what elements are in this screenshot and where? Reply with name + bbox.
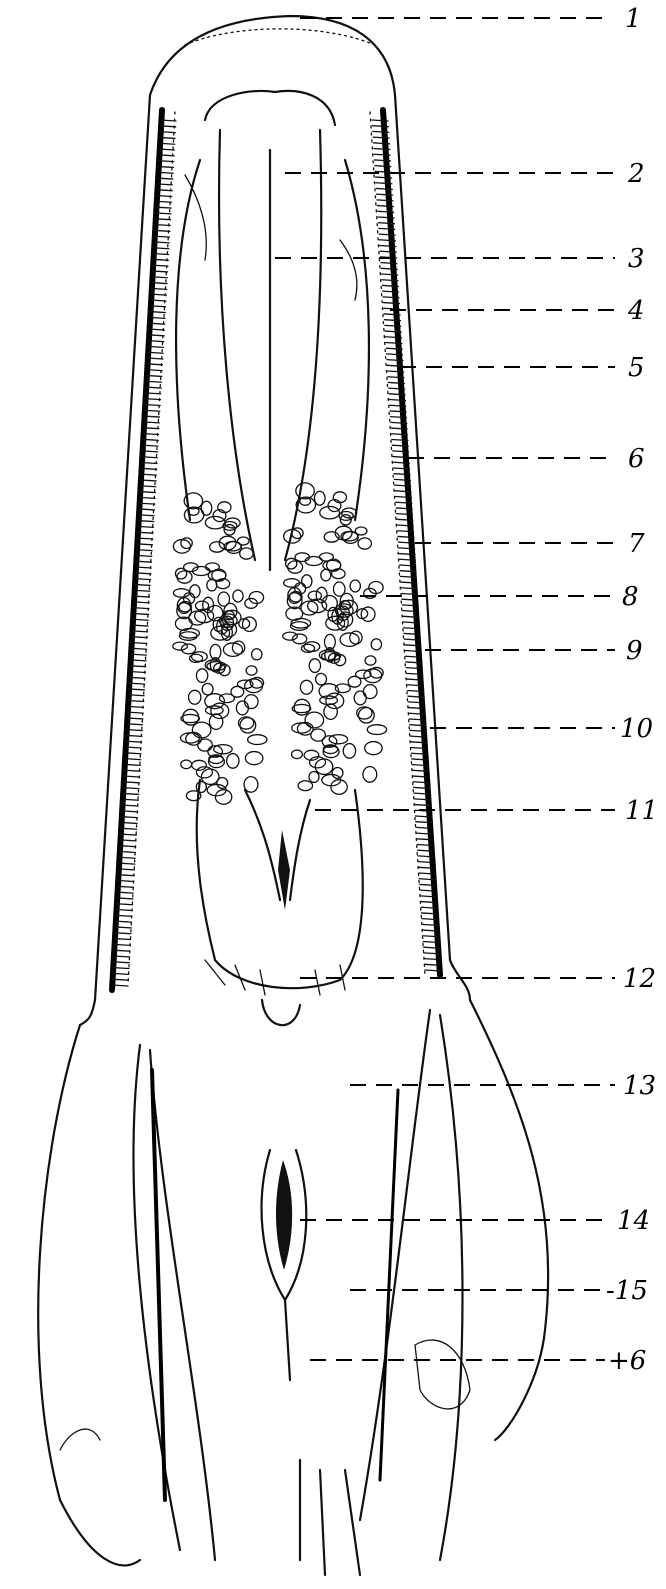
central-upper-structure <box>176 91 369 570</box>
cell-mark <box>190 585 200 598</box>
cell-mark <box>363 767 377 783</box>
label-6: 6 <box>628 444 645 474</box>
number-labels: 1 2 3 4 5 6 7 8 9 10 11 12 13 14 -15 +6 <box>606 4 658 1376</box>
cell-mark <box>232 641 244 654</box>
cell-mark <box>192 652 208 662</box>
label-13: 13 <box>623 1071 656 1101</box>
cell-mark <box>295 553 310 562</box>
label-5: 5 <box>628 353 645 383</box>
reticulated-cell-pattern <box>173 483 387 804</box>
cell-mark <box>233 590 243 602</box>
cell-mark <box>189 690 201 704</box>
label-12: 12 <box>623 964 656 994</box>
cell-mark <box>196 669 207 683</box>
cell-mark <box>356 670 371 678</box>
cell-mark <box>321 569 331 581</box>
label-2: 2 <box>627 159 645 189</box>
cell-mark <box>181 644 195 654</box>
cell-mark <box>365 656 376 665</box>
cell-mark <box>181 538 192 549</box>
cell-mark <box>292 723 311 733</box>
cell-mark <box>302 575 312 588</box>
cell-mark <box>320 506 340 518</box>
cell-mark <box>245 752 262 765</box>
cell-mark <box>324 704 337 719</box>
cell-mark <box>181 733 200 743</box>
cell-mark <box>240 548 253 559</box>
cell-mark <box>371 639 381 650</box>
cell-mark <box>329 735 347 744</box>
cell-mark <box>252 649 262 660</box>
cell-mark <box>173 642 188 650</box>
cell-mark <box>358 538 371 549</box>
cell-mark <box>236 701 248 715</box>
central-lower-structure <box>197 780 363 1025</box>
label-10: 10 <box>620 714 653 744</box>
label-8: 8 <box>622 582 639 612</box>
cell-mark <box>367 725 386 735</box>
cell-mark <box>246 666 257 675</box>
label-1: 1 <box>625 4 642 34</box>
cell-mark <box>350 580 360 592</box>
cell-mark <box>354 691 366 705</box>
cell-mark <box>217 778 228 789</box>
cell-mark <box>292 528 303 539</box>
cell-mark <box>215 790 231 805</box>
cell-mark <box>333 492 346 503</box>
cell-mark <box>210 542 225 552</box>
label-9: 9 <box>626 636 643 666</box>
cell-mark <box>296 483 314 499</box>
cell-mark <box>244 695 258 709</box>
cell-mark <box>209 714 222 729</box>
label-3: 3 <box>628 244 645 274</box>
cell-mark <box>205 706 223 715</box>
cell-mark <box>309 659 320 673</box>
cell-mark <box>292 750 303 759</box>
cell-mark <box>365 742 382 755</box>
label-14: 14 <box>617 1206 650 1236</box>
cell-mark <box>300 680 312 694</box>
cell-mark <box>343 744 355 759</box>
cell-mark <box>245 679 263 693</box>
cell-mark <box>214 745 232 754</box>
cell-mark <box>304 642 320 652</box>
cell-mark <box>298 781 312 791</box>
cell-mark <box>309 771 319 782</box>
cell-mark <box>205 516 225 528</box>
leader-lines <box>275 18 615 1360</box>
label-4: 4 <box>627 296 645 326</box>
cell-mark <box>315 759 333 774</box>
cell-mark <box>181 760 192 769</box>
cell-mark <box>314 491 325 505</box>
cell-mark <box>227 754 239 769</box>
label-15: -15 <box>606 1276 648 1306</box>
cell-mark <box>332 768 343 779</box>
label-16: +6 <box>608 1346 646 1376</box>
cell-mark <box>320 696 338 705</box>
cell-mark <box>316 673 327 685</box>
label-7: 7 <box>628 529 645 559</box>
cell-mark <box>202 683 213 695</box>
throat-region <box>38 1000 548 1575</box>
cell-mark <box>248 735 267 745</box>
cell-mark <box>207 579 217 591</box>
cell-mark <box>363 685 377 699</box>
cell-mark <box>198 739 213 751</box>
cell-mark <box>350 631 362 644</box>
label-11: 11 <box>625 796 658 826</box>
cell-mark <box>283 632 298 640</box>
cell-mark <box>225 518 240 528</box>
cell-mark <box>305 712 324 728</box>
cell-mark <box>331 780 347 795</box>
